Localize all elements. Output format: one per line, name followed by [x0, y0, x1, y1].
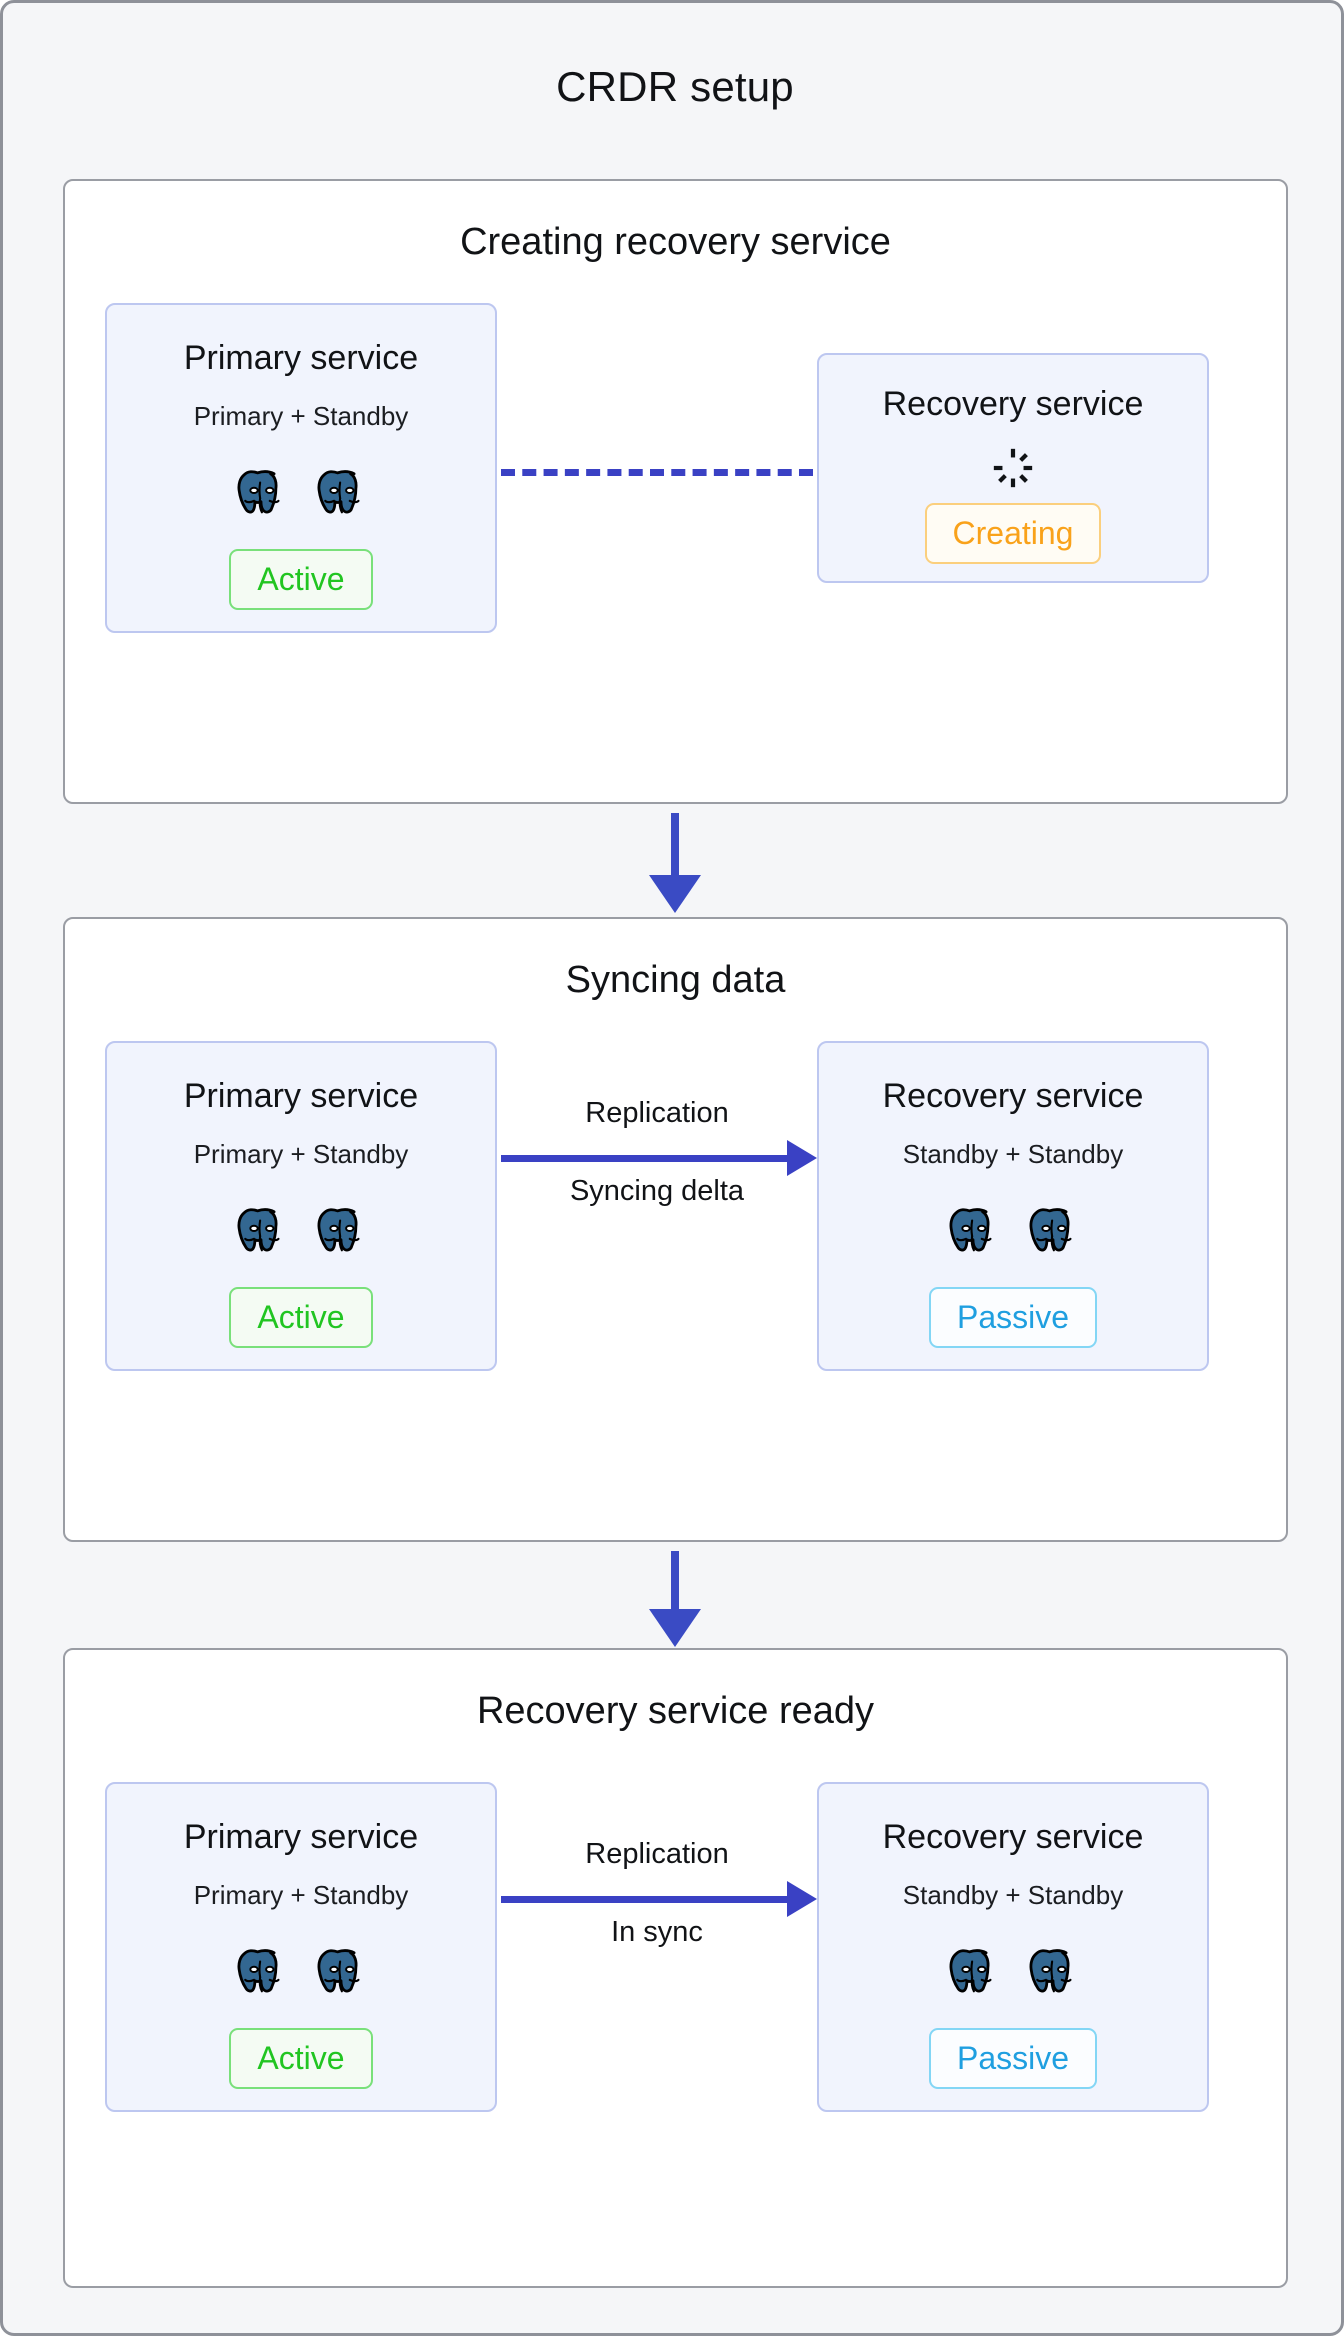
stage-panel-creating: Creating recovery service Primary servic… — [63, 179, 1288, 804]
status-badge-row: Creating — [819, 503, 1207, 564]
spinner-icon — [819, 445, 1207, 491]
postgresql-elephant-icon — [949, 1208, 992, 1252]
connector-label-top: Replication — [585, 1838, 729, 1870]
card-title: Recovery service — [882, 1818, 1144, 1856]
postgresql-elephant-icon — [317, 1949, 360, 1993]
postgresql-elephant-icon — [949, 1949, 992, 1993]
dashed-connector — [501, 469, 813, 476]
card-subtitle: Standby + Standby — [902, 1139, 1124, 1169]
postgresql-elephant-icon — [1029, 1949, 1072, 1993]
database-node-row — [107, 1944, 495, 2000]
status-badge-row: Passive — [819, 1287, 1207, 1348]
card-subtitle: Primary + Standby — [193, 401, 409, 431]
card-title: Recovery service — [882, 385, 1144, 423]
database-node-row — [107, 465, 495, 521]
card-title: Primary service — [183, 339, 419, 377]
connector-label-top: Replication — [585, 1097, 729, 1129]
replication-arrow-head — [787, 1881, 817, 1917]
recovery-service-card[interactable]: Recovery service Creating — [817, 353, 1209, 583]
primary-service-card[interactable]: Primary service Primary + Standby — [105, 1041, 497, 1371]
postgresql-elephant-icon — [237, 1208, 280, 1252]
postgresql-elephant-icon — [317, 1208, 360, 1252]
flow-arrow-down — [635, 813, 715, 913]
database-node-row — [819, 1944, 1207, 2000]
status-badge-row: Active — [107, 2028, 495, 2089]
stage-panel-ready: Recovery service ready Primary service P… — [63, 1648, 1288, 2288]
flow-arrow-down — [635, 1551, 715, 1647]
stage-title: Creating recovery service — [460, 221, 891, 263]
status-badge[interactable]: Passive — [928, 2028, 1098, 2089]
replication-arrow-line — [501, 1155, 791, 1162]
status-badge[interactable]: Active — [229, 2028, 373, 2089]
recovery-service-card[interactable]: Recovery service Standby + Standby — [817, 1782, 1209, 2112]
primary-service-card[interactable]: Primary service Primary + Standby — [105, 1782, 497, 2112]
status-badge-row: Active — [107, 1287, 495, 1348]
card-title: Recovery service — [882, 1077, 1144, 1115]
status-badge[interactable]: Passive — [928, 1287, 1098, 1348]
status-badge[interactable]: Active — [229, 1287, 373, 1348]
status-badge-row: Passive — [819, 2028, 1207, 2089]
postgresql-elephant-icon — [237, 1949, 280, 1993]
stage-panel-syncing: Syncing data Primary service Primary + S… — [63, 917, 1288, 1542]
card-title: Primary service — [183, 1818, 419, 1856]
page-title: CRDR setup — [556, 63, 794, 110]
card-subtitle: Primary + Standby — [193, 1139, 409, 1169]
status-badge[interactable]: Active — [229, 549, 373, 610]
postgresql-elephant-icon — [1029, 1208, 1072, 1252]
connector-label-bottom: In sync — [611, 1916, 703, 1948]
status-badge-row: Active — [107, 549, 495, 610]
replication-arrow-head — [787, 1140, 817, 1176]
status-badge[interactable]: Creating — [924, 503, 1102, 564]
recovery-service-card[interactable]: Recovery service Standby + Standby — [817, 1041, 1209, 1371]
postgresql-elephant-icon — [317, 470, 360, 514]
database-node-row — [107, 1203, 495, 1259]
card-subtitle: Standby + Standby — [902, 1880, 1124, 1910]
card-subtitle: Primary + Standby — [193, 1880, 409, 1910]
stage-title: Recovery service ready — [476, 1690, 875, 1732]
database-node-row — [819, 1203, 1207, 1259]
replication-arrow-line — [501, 1896, 791, 1903]
card-title: Primary service — [183, 1077, 419, 1115]
primary-service-card[interactable]: Primary service Primary + Standby — [105, 303, 497, 633]
postgresql-elephant-icon — [237, 470, 280, 514]
stage-title: Syncing data — [565, 959, 786, 1001]
connector-label-bottom: Syncing delta — [569, 1175, 745, 1207]
